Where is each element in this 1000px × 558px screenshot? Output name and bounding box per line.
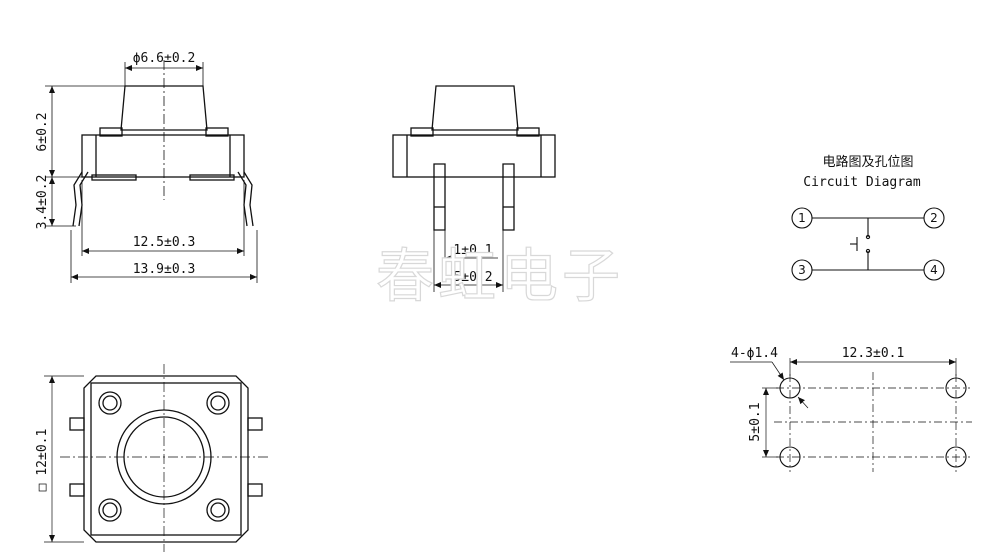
pin-1-marker — [791, 207, 813, 229]
dim-top-size: □ 12±0.1 — [35, 429, 50, 492]
dim-overall-width: 13.9±0.3 — [133, 262, 196, 277]
pin-4-label: 4 — [930, 263, 938, 277]
dim-pin-pitch: 5±0.2 — [453, 270, 492, 285]
pin-2-marker — [923, 207, 945, 229]
pin-right — [502, 163, 515, 231]
actuator-outline — [120, 85, 208, 131]
circuit-diagram — [791, 207, 945, 281]
pin-4-marker — [923, 259, 945, 281]
watermark: 春虹电子 — [376, 242, 624, 310]
dim-hole-height: 5±0.1 — [748, 402, 763, 441]
dim-actuator-diameter: ϕ6.6±0.2 — [133, 51, 196, 66]
dim-body-width: 12.5±0.3 — [133, 235, 196, 250]
dim-pin-width: 1±0.1 — [453, 243, 492, 258]
pin-2-label: 2 — [930, 211, 938, 225]
actuator-side — [431, 85, 519, 131]
dim-leg-length: 3.4±0.2 — [35, 175, 50, 230]
switch-body — [81, 134, 245, 178]
pin-1-label: 1 — [798, 211, 806, 225]
dim-hole-diameter: 4-ϕ1.4 — [731, 346, 778, 361]
switch-body-side — [392, 134, 556, 178]
pin-left — [433, 163, 446, 231]
leg-left — [72, 171, 89, 227]
pin-3-label: 3 — [798, 263, 806, 277]
dim-hole-width: 12.3±0.1 — [842, 346, 905, 361]
top-inner-outline — [90, 382, 242, 536]
side-view — [392, 85, 556, 231]
dim-height: 6±0.2 — [35, 112, 50, 151]
top-view — [69, 375, 263, 543]
circuit-title-cn: 电路图及孔位图 — [822, 154, 913, 170]
front-view — [72, 85, 254, 227]
nub-right — [205, 127, 229, 137]
pin-3-marker — [791, 259, 813, 281]
top-outer-outline — [83, 375, 249, 543]
circuit-title-en: Circuit Diagram — [803, 175, 921, 190]
nub-left — [99, 127, 123, 137]
leg-right — [237, 171, 254, 227]
